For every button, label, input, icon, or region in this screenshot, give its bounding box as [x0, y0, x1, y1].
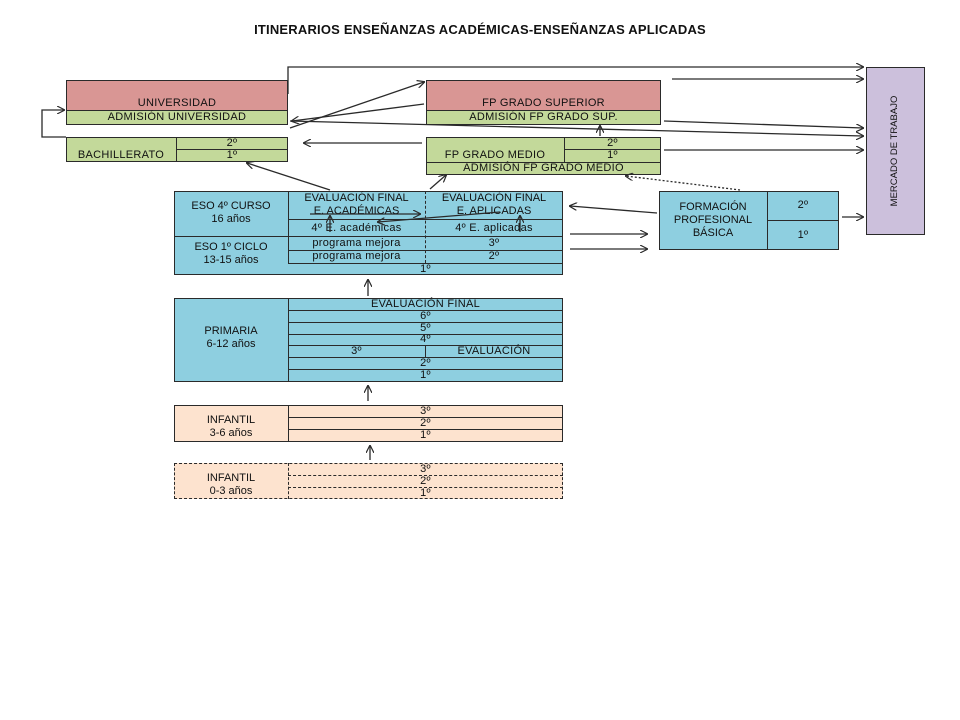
infantil-3-6-title: INFANTIL [206, 414, 256, 426]
fpb-label: FORMACIÓN PROFESIONAL BÁSICA [659, 197, 767, 243]
bachillerato-course-2: 2º [226, 136, 238, 149]
fpb-course-2: 2º [797, 199, 809, 211]
eso-academicas-label: 4º E. académicas [311, 221, 402, 234]
eso-divider-eval [288, 219, 563, 220]
eso-course-2: 2º [488, 250, 500, 262]
bachillerato-row-divider [176, 149, 288, 150]
eso-divider-1 [288, 263, 563, 264]
primaria-row-1 [288, 310, 563, 311]
arrow-universidad-to-mercado [287, 67, 863, 94]
infantil-0-3-course-3: 3º [420, 462, 431, 475]
arrow-eval-cross-2 [378, 211, 501, 222]
primaria-eval-final: EVALUACIÓN FINAL [370, 297, 481, 310]
eso-course-3: 3º [488, 237, 500, 249]
fpb-label-line3: BÁSICA [692, 226, 734, 239]
infantil-0-3-course-1: 1º [420, 486, 431, 499]
primaria-label: PRIMARIA 6-12 años [174, 323, 288, 353]
infantil-0-3-course-2: 2º [420, 474, 431, 487]
primaria-age: 6-12 años [206, 338, 256, 350]
bachillerato-course-1: 1º [226, 149, 238, 161]
infantil-3-6-row-1 [288, 417, 563, 418]
infantil-0-3-label: INFANTIL 0-3 años [174, 470, 288, 500]
fp-medio-course-2: 2º [607, 136, 618, 149]
universidad-label: UNIVERSIDAD [137, 96, 217, 109]
primaria-evaluacion: EVALUACIÓN [457, 344, 531, 357]
infantil-0-3-row-1 [288, 475, 563, 476]
primaria-course-6: 6º [420, 309, 431, 322]
eso-1-ciclo-age: 13-15 años [203, 254, 259, 266]
primaria-row-2 [288, 322, 563, 323]
fp-medio-course-1: 1º [607, 149, 618, 161]
admision-universidad-box [66, 110, 288, 125]
primaria-eval-divider [425, 345, 426, 357]
primaria-course-5: 5º [420, 321, 431, 334]
arrow-eso-to-bachillerato [247, 163, 331, 191]
admision-fp-medio-label: ADMISIÓN FP GRADO MEDIO [463, 162, 624, 174]
infantil-3-6-course-3: 3º [420, 404, 431, 417]
infantil-0-3-divider [288, 463, 289, 499]
arrow-eso-to-fp-medio [429, 175, 446, 190]
infantil-0-3-block [174, 463, 563, 499]
eso-1-ciclo-label: ESO 1º CICLO 13-15 años [174, 239, 288, 269]
admision-fp-superior-box [426, 110, 661, 125]
primaria-title: PRIMARIA [204, 325, 258, 337]
eso-divider-pm1 [288, 250, 563, 251]
primaria-block [174, 298, 563, 382]
fpb-label-line2: PROFESIONAL [673, 213, 753, 226]
eso-block [174, 191, 563, 275]
primaria-row-6 [288, 369, 563, 370]
fp-superior-label: FP GRADO SUPERIOR [482, 96, 605, 109]
arrow-bachillerato-to-fp-superior [289, 82, 424, 129]
arrow-universidad-long-to-mercado [289, 120, 863, 136]
infantil-3-6-course-2: 2º [420, 416, 431, 429]
diagram-title: ITINERARIOS ENSEÑANZAS ACADÉMICAS-ENSEÑA… [254, 22, 706, 37]
infantil-0-3-row-2 [288, 487, 563, 488]
primaria-course-2: 2º [420, 356, 431, 369]
eso-left-divider [288, 191, 289, 263]
mercado-trabajo-box [866, 67, 925, 235]
arrow-fp-sup-adm-to-mercado [663, 120, 863, 128]
fpb-row-divider [767, 220, 839, 221]
fpb-course-1: 1º [797, 228, 809, 241]
bachillerato-label: BACHILLERATO [77, 149, 165, 161]
arrow-fpb-to-fp-medio [626, 176, 741, 191]
arrow-bachillerato-to-universidad [41, 110, 66, 138]
eval-aplicadas-line1: EVALUACIÓN FINAL [441, 192, 547, 204]
eso-4-curso-title: ESO 4º CURSO [191, 200, 271, 212]
infantil-3-6-label: INFANTIL 3-6 años [174, 412, 288, 442]
infantil-3-6-divider [288, 405, 289, 442]
programa-mejora-1: programa mejora [312, 237, 401, 249]
eval-academicas-line1: EVALUACIÓN FINAL [304, 192, 409, 204]
infantil-3-6-course-1: 1º [420, 429, 431, 441]
infantil-3-6-age: 3-6 años [209, 427, 253, 439]
primaria-divider [288, 298, 289, 382]
fp-medio-row-divider-2 [426, 162, 661, 163]
primaria-course-4: 4º [420, 333, 431, 345]
fpb-label-line1: FORMACIÓN [679, 200, 747, 213]
admision-universidad-label: ADMISIÓN UNIVERSIDAD [107, 111, 247, 123]
eso-course-1: 1º [420, 262, 431, 275]
eso-4-curso-label: ESO 4º CURSO 16 años [174, 198, 288, 228]
admision-fp-superior-label: ADMISIÓN FP GRADO SUP. [469, 111, 618, 123]
infantil-3-6-row-2 [288, 429, 563, 430]
eso-1-ciclo-title: ESO 1º CICLO [194, 241, 268, 253]
programa-mejora-2: programa mejora [312, 250, 401, 262]
fp-medio-box [426, 137, 661, 175]
arrow-fpb-to-eso [570, 206, 658, 214]
eso-divider-cycle [174, 236, 563, 237]
eso-4-curso-age: 16 años [211, 213, 251, 225]
primaria-row-3 [288, 334, 563, 335]
eso-aplicadas-label: 4º E. aplicadas [455, 221, 533, 234]
infantil-0-3-age: 0-3 años [209, 485, 253, 497]
primaria-course-3: 3º [351, 344, 362, 357]
infantil-0-3-title: INFANTIL [206, 472, 256, 484]
fp-medio-label: FP GRADO MEDIO [444, 149, 546, 161]
fp-medio-row-divider-1 [564, 149, 661, 150]
primaria-row-5 [288, 357, 563, 358]
eso-mid-divider [425, 191, 426, 263]
primaria-course-1: 1º [420, 369, 431, 381]
arrow-fp-superior-to-universidad [292, 103, 425, 121]
infantil-3-6-block [174, 405, 563, 442]
